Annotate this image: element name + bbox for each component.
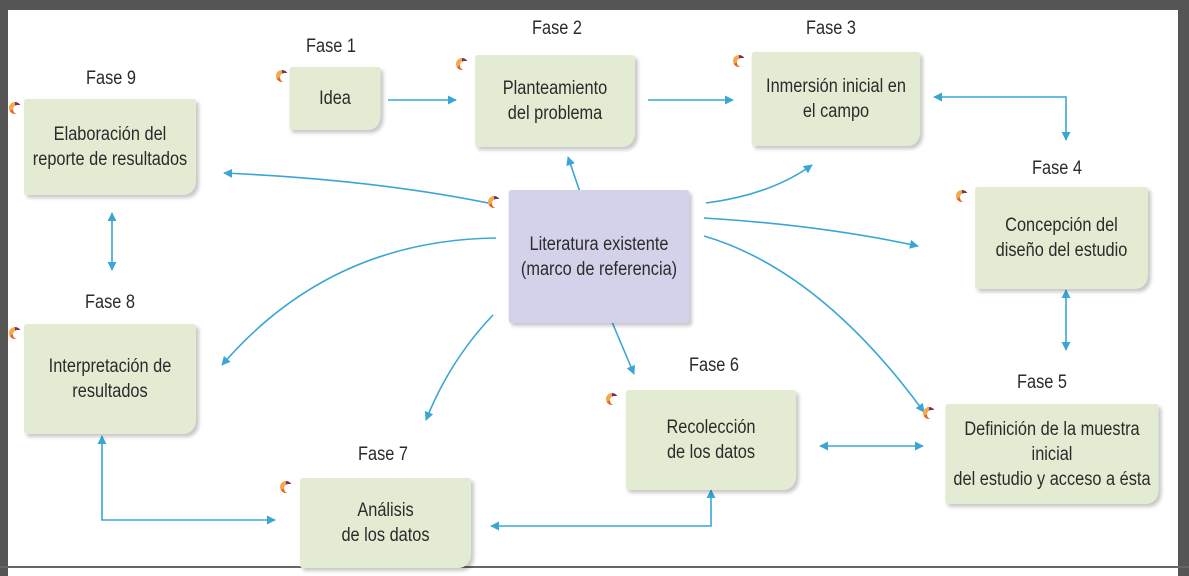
box-fase4-text: Concepción del diseño del estudio: [995, 215, 1128, 261]
frame-right-border: [1178, 0, 1189, 576]
phase-label-fase6: Fase 6: [689, 355, 739, 376]
corner-marker-fase1: [276, 70, 288, 82]
box-fase2-text: Planteamiento del problema: [502, 78, 608, 124]
phase-label-fase2: Fase 2: [532, 18, 582, 39]
phase-label-fase7: Fase 7: [358, 444, 408, 465]
box-fase1-text: Idea: [319, 88, 351, 109]
box-fase8-interpretacion: Interpretación de resultados: [24, 324, 196, 434]
corner-marker-fase8: [9, 327, 21, 339]
connector-literatura-fase5: [703, 235, 925, 413]
corner-marker-literatura: [488, 196, 500, 208]
corner-marker-fase3: [733, 55, 745, 67]
box-fase5-text: Definición de la muestra inicial del est…: [953, 418, 1151, 490]
corner-marker-fase5: [923, 407, 935, 419]
phase-label-fase1: Fase 1: [306, 36, 356, 57]
frame-left-border: [0, 0, 8, 576]
connector-literatura-fase8: [221, 237, 497, 366]
phase-label-fase5: Fase 5: [1017, 372, 1067, 393]
box-fase3-text: Inmersión inicial en el campo: [766, 76, 906, 122]
box-fase1-idea: Idea: [289, 67, 381, 130]
box-fase6-recoleccion: Recolección de los datos: [625, 390, 797, 490]
connector-fase6-fase7: [490, 489, 716, 531]
frame-top-border: [0, 0, 1189, 10]
box-fase5-muestra: Definición de la muestra inicial del est…: [945, 404, 1159, 504]
box-fase2-planteamiento: Planteamiento del problema: [475, 55, 635, 147]
box-fase7-text: Análisis de los datos: [341, 500, 430, 546]
box-literatura-text: Literatura existente (marco de referenci…: [520, 233, 678, 280]
frame-bottom-border: [0, 566, 1189, 568]
box-fase6-text: Recolección de los datos: [666, 417, 756, 463]
box-fase7-analisis: Análisis de los datos: [299, 478, 472, 568]
box-fase8-text: Interpretación de resultados: [48, 356, 172, 402]
box-fase3-inmersion: Inmersión inicial en el campo: [751, 52, 921, 146]
box-fase9-text: Elaboración del reporte de resultados: [32, 124, 188, 170]
phase-label-fase9: Fase 9: [86, 68, 136, 89]
box-literatura-existente: Literatura existente (marco de referenci…: [508, 190, 690, 323]
phase-label-fase3: Fase 3: [806, 18, 856, 39]
corner-marker-fase7: [280, 481, 292, 493]
box-fase9-elaboracion: Elaboración del reporte de resultados: [24, 99, 196, 195]
corner-marker-fase4: [956, 190, 968, 202]
connector-literatura-fase9: [223, 168, 499, 206]
connector-literatura-fase7: [424, 314, 494, 421]
phase-label-fase8: Fase 8: [85, 292, 135, 313]
corner-marker-fase6: [606, 393, 618, 405]
connector-literatura-fase2: [566, 156, 581, 193]
connector-literatura-fase4: [703, 217, 919, 249]
connector-literatura-fase3: [705, 164, 813, 204]
connector-fase3-fase4: [933, 92, 1071, 141]
corner-marker-fase9: [9, 102, 21, 114]
connector-fase7-fase8: [97, 435, 276, 525]
connector-literatura-fase6: [611, 321, 635, 375]
corner-marker-fase2: [456, 58, 468, 70]
phase-label-fase4: Fase 4: [1032, 158, 1082, 179]
box-fase4-concepcion: Concepción del diseño del estudio: [975, 187, 1148, 289]
